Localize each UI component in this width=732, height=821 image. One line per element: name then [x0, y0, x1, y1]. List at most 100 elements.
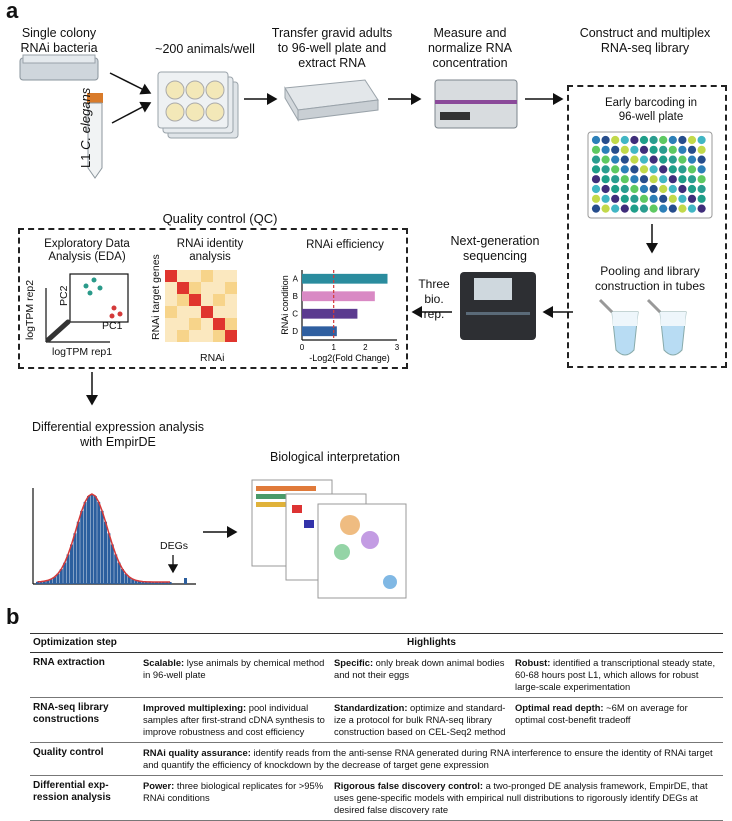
pooling-label: Pooling and library construction in tube… — [594, 264, 706, 293]
heatmap-cell — [165, 318, 177, 330]
barcode-well — [639, 135, 649, 145]
heatmap-cell — [201, 270, 213, 282]
barcode-well — [687, 165, 697, 174]
hist-bar — [138, 581, 141, 584]
header-step: Optimization step — [30, 633, 140, 653]
spectrophotometer-icon — [434, 79, 518, 129]
cell-text: identify reads from the anti-sense RNA g… — [143, 747, 713, 770]
row-step: RNA extraction — [30, 652, 140, 698]
barcode-well — [591, 194, 601, 203]
barcode-well — [697, 165, 706, 174]
hist-bar — [83, 501, 87, 584]
barcode-well — [620, 165, 629, 174]
workflow-illustration — [19, 54, 713, 599]
barcode-well — [611, 184, 620, 194]
cell-text: identified a transcriptional steady stat… — [515, 657, 716, 692]
barcode-well — [687, 184, 697, 194]
barcode-well — [620, 204, 629, 213]
hist-bar — [110, 544, 114, 584]
hist-bar — [66, 554, 70, 584]
hist-bar — [151, 581, 155, 584]
heatmap-cell — [213, 282, 225, 294]
hist-bar — [168, 581, 172, 584]
barcode-well — [611, 204, 620, 213]
barcode-well — [668, 165, 677, 174]
hist-bar — [87, 496, 90, 584]
heatmap-cell — [201, 330, 213, 342]
pc1-label: PC1 — [102, 320, 123, 332]
eda-title: Exploratory Data Analysis (EDA) — [44, 238, 130, 263]
barcode-well — [620, 145, 629, 154]
hist-bar — [165, 581, 169, 584]
barcode-well — [678, 135, 687, 145]
barcode-well — [697, 175, 706, 184]
barcode-well — [649, 194, 658, 203]
table-row: Differential exp-ression analysis Power:… — [30, 775, 723, 821]
barcode-well — [678, 204, 687, 213]
efficiency-bar — [302, 291, 375, 302]
hist-bar — [46, 580, 50, 584]
table-header: Optimization step Highlights — [30, 633, 723, 653]
barcode-well — [678, 145, 687, 154]
efficiency-title: RNAi efficiency — [306, 239, 384, 251]
barcode-well — [697, 184, 706, 194]
step-measure-label: Measure and normalize RNA concentration — [427, 26, 513, 70]
hist-bar — [100, 510, 104, 584]
heatmap-cell — [177, 330, 189, 342]
cell-text: pool individual samples after first-stra… — [143, 702, 325, 737]
barcode-well — [659, 165, 668, 174]
barcode-well — [639, 204, 649, 213]
l1-tube-icon — [87, 93, 103, 179]
l1-elegans-label: L1 C. elegans — [78, 88, 93, 168]
cell-bold: Improved multiplexing: — [143, 702, 247, 713]
table-row: RNA-seq library constructions Improved m… — [30, 697, 723, 743]
barcode-well — [630, 155, 639, 164]
cell-bold: Power: — [143, 780, 175, 791]
ngs-label: Next-generation sequencing — [450, 234, 540, 263]
barcode-well — [630, 184, 639, 194]
bacteria-plate-icon — [19, 54, 99, 81]
heatmap-cell — [165, 294, 177, 306]
barcode-well — [611, 175, 620, 184]
heatmap-cell — [165, 270, 177, 282]
hist-bar — [56, 573, 60, 584]
heatmap-cell — [213, 330, 225, 342]
heatmap-cell — [225, 270, 237, 282]
barcode-well — [601, 155, 610, 164]
barcode-well — [668, 204, 677, 213]
barcode-well — [659, 184, 668, 194]
barcode-well — [668, 184, 677, 194]
hist-bar — [76, 521, 80, 584]
table-row: RNA extraction Scalable: lyse animals by… — [30, 652, 723, 698]
cell-bold: Robust: — [515, 657, 551, 668]
pc2-label: PC2 — [58, 285, 70, 306]
heatmap-cell — [189, 294, 201, 306]
step-transfer-label: Transfer gravid adults to 96-well plate … — [271, 26, 393, 70]
barcode-well — [668, 194, 677, 203]
panel-a-label: a — [6, 0, 19, 23]
hist-bar — [90, 494, 94, 584]
barcode-well — [601, 184, 610, 194]
barcode-well — [591, 155, 601, 164]
l1-label: L1 — [78, 153, 93, 168]
barcode-well — [659, 155, 668, 164]
barcode-well — [687, 135, 697, 145]
highlights-table: Optimization step Highlights RNA extract… — [30, 633, 723, 821]
row-step: Differential exp-ression analysis — [30, 775, 140, 821]
heatmap-cell — [165, 306, 177, 318]
six-well-plates-icon — [157, 71, 239, 139]
panel-b-label: b — [6, 604, 20, 629]
barcode-well — [601, 204, 610, 213]
barcode-well — [687, 145, 697, 154]
barcode-well — [601, 135, 610, 145]
barcode-well — [649, 165, 658, 174]
hist-bar — [36, 581, 39, 584]
degs-label: DEGs — [160, 540, 189, 552]
heatmap-cell — [201, 306, 213, 318]
category-label: A — [293, 275, 299, 284]
hist-bar — [114, 554, 118, 584]
barcode-well — [591, 145, 601, 154]
barcode-well — [687, 155, 697, 164]
step-animals-label: ~200 animals/well — [155, 42, 255, 56]
barcode-well — [611, 145, 620, 154]
